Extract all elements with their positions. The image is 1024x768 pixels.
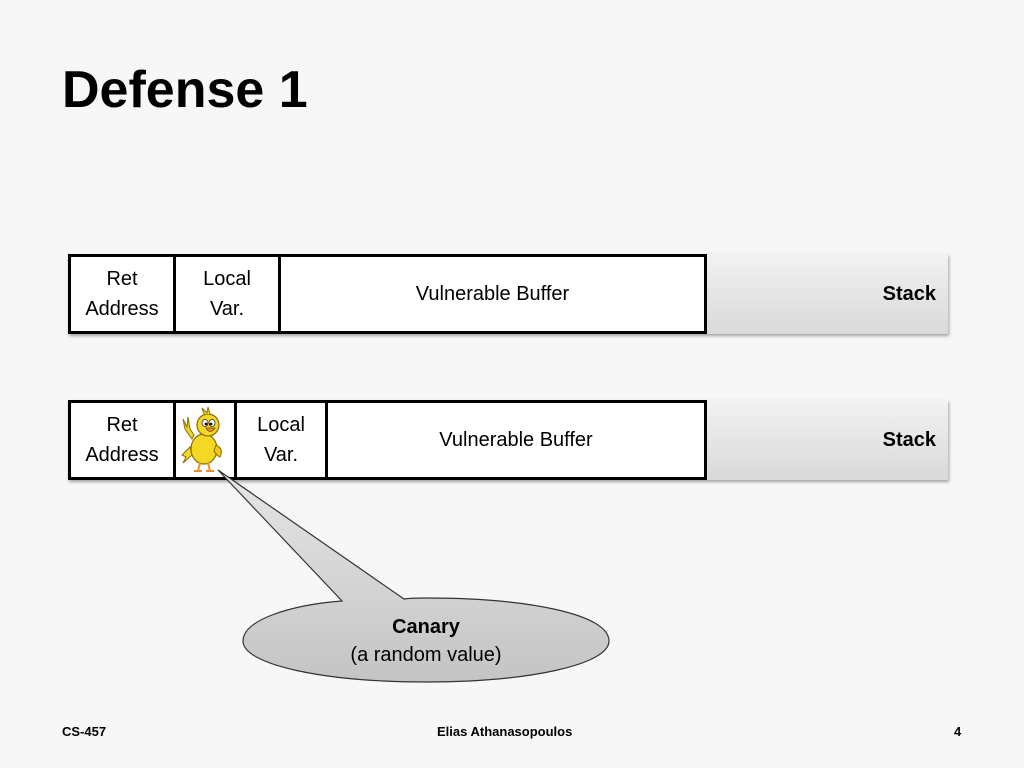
footer-page-number: 4	[954, 724, 962, 739]
ret-line1: Ret	[106, 268, 138, 290]
local-line1: Local	[257, 414, 305, 436]
slide-title: Defense 1	[62, 61, 308, 119]
ret-line1: Ret	[106, 414, 138, 436]
buffer-label: Vulnerable Buffer	[415, 283, 570, 305]
footer-course: CS-457	[62, 724, 107, 739]
local-line2: Var.	[209, 298, 245, 320]
ret-address-cell: Ret Address	[68, 400, 176, 480]
callout-bubble	[217, 469, 610, 683]
callout-text: Canary (a random value)	[243, 600, 609, 682]
callout-title: Canary	[392, 616, 460, 638]
ret-line2: Address	[85, 298, 159, 320]
callout-subtitle: (a random value)	[350, 644, 502, 666]
stack-label: Stack	[882, 282, 936, 305]
canary-bird-icon	[181, 406, 222, 472]
stack-diagram-top: Stack Ret Address Local Var. Vulnerable …	[68, 254, 948, 334]
stack-label: Stack	[882, 428, 936, 451]
vulnerable-buffer-cell: Vulnerable Buffer	[325, 400, 707, 480]
buffer-label: Vulnerable Buffer	[439, 429, 593, 451]
local-line2: Var.	[263, 444, 299, 466]
local-var-cell: Local Var.	[173, 254, 281, 334]
ret-line2: Address	[85, 444, 159, 466]
stack-diagram-bottom: Stack Ret Address	[68, 400, 948, 480]
local-var-cell: Local Var.	[234, 400, 328, 480]
local-line1: Local	[203, 268, 251, 290]
vulnerable-buffer-cell: Vulnerable Buffer	[278, 254, 707, 334]
footer-author: Elias Athanasopoulos	[437, 724, 573, 739]
